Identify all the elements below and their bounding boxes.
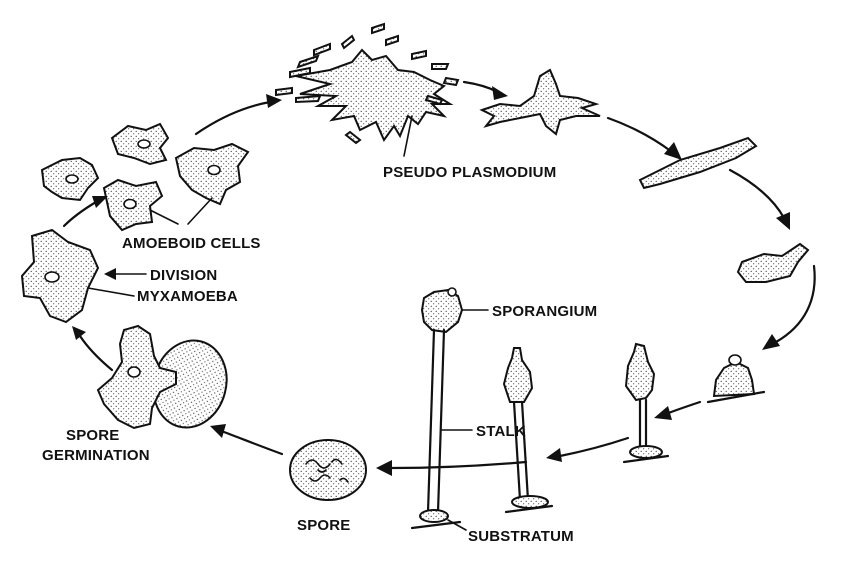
fruiting-stage-mound [706,354,766,404]
fruiting-stage-rising [622,342,670,464]
amoeboid-cell-3 [174,142,250,206]
label-stalk: STALK [476,423,526,440]
amoeboid-cell-2 [110,122,170,166]
amoeboid-cell-4 [102,178,164,232]
cycle-arrow-spore-to-germination [210,424,284,456]
division-arrowhead [104,268,116,280]
label-spore: SPORE [297,517,351,534]
substratum-pointer-line [447,519,467,531]
migrating-slug-3 [736,242,810,283]
migrating-slug-1 [479,68,601,136]
myxamoeba-pointer-line [87,287,135,297]
cycle-arrow-myxamoeba-to-amoebae [62,196,108,228]
cycle-arrow-amoebae-to-aggregation [194,94,282,136]
label-substratum: SUBSTRATUM [468,528,574,545]
cycle-arrow-germination-to-myxamoeba [72,326,114,372]
amoeboid-pointer-line-2 [187,197,213,225]
label-spore-germination-line2: GERMINATION [42,447,150,464]
cycle-arrow-rising-to-elongating [546,436,630,462]
label-amoeboid-cells: AMOEBOID CELLS [122,235,261,252]
label-myxamoeba: MYXAMOEBA [137,288,238,305]
migrating-slug-2 [638,136,758,190]
amoeboid-pointer-line-1 [149,209,179,225]
pseudo-plasmodium-aggregate [275,22,460,145]
cycle-arrow-slug-to-elongated [606,116,682,160]
label-division: DIVISION [150,267,217,284]
cycle-arrow-elongated-to-compact [728,168,790,230]
fruiting-stage-elongating [502,347,554,514]
spore [289,439,367,501]
cycle-arrow-sporangium-to-spore [376,460,528,476]
label-pseudo-plasmodium: PSEUDO PLASMODIUM [383,164,556,181]
label-spore-germination-line1: SPORE [66,427,120,444]
mature-sporangium [410,287,464,530]
cycle-arrow-compact-to-mound [762,264,816,350]
pseudo-plasmodium-pointer-line [403,115,413,157]
myxamoeba-cell [20,228,100,324]
cycle-arrow-mound-to-rising [654,400,702,420]
germinating-spore [96,324,228,430]
amoeboid-cell-1 [40,156,100,202]
cycle-arrow-aggregation-to-slug [462,80,508,100]
label-sporangium: SPORANGIUM [492,303,597,320]
